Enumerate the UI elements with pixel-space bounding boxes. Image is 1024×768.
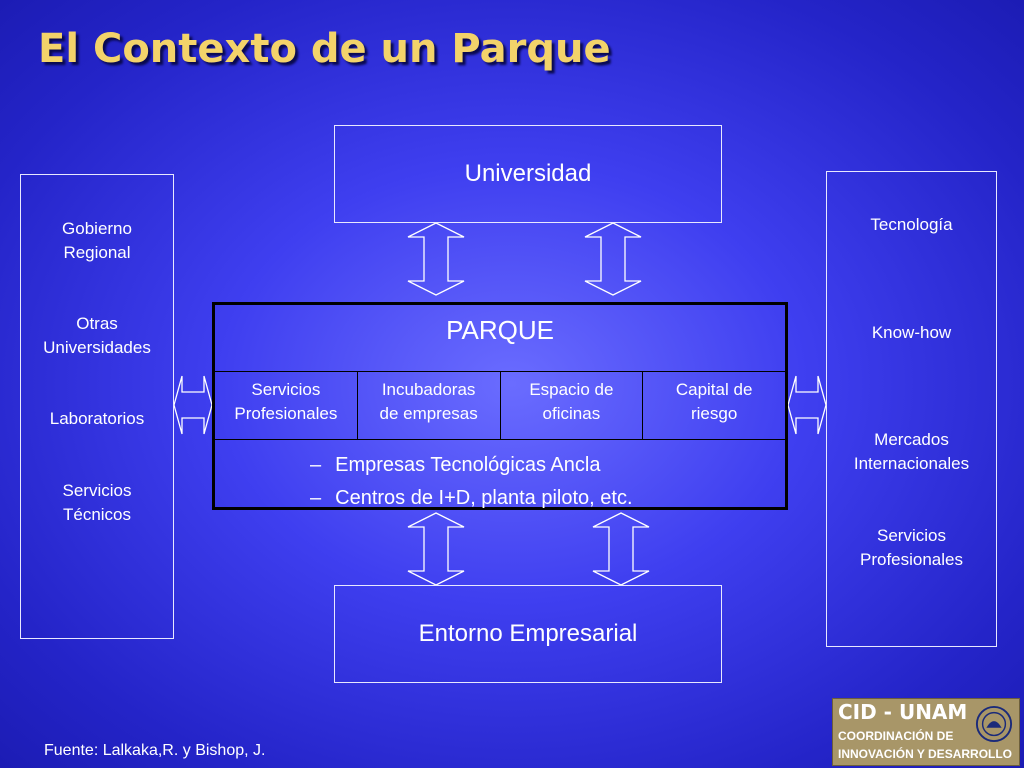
source-footer: Fuente: Lalkaka,R. y Bishop, J.: [44, 742, 266, 759]
universidad-label: Universidad: [464, 160, 592, 187]
double-arrow-vertical-icon: [407, 512, 465, 586]
right-item: Tecnología: [870, 215, 953, 234]
left-item: Laboratorios: [49, 409, 145, 428]
cid-unam-logo: CID - UNAM COORDINACIÓN DE INNOVACIÓN Y …: [832, 698, 1020, 766]
service-cell: Servicios Profesionales: [215, 372, 358, 439]
right-item: Know-how: [871, 323, 952, 342]
left-stakeholders-box: Gobierno Regional Otras Universidades La…: [20, 174, 174, 639]
double-arrow-vertical-icon: [407, 222, 465, 296]
left-item: Otras Universidades: [43, 314, 151, 357]
page-title: El Contexto de un Parque: [38, 26, 611, 72]
entorno-label: Entorno Empresarial: [418, 620, 638, 647]
bullet-item: – Centros de I+D, planta piloto, etc.: [310, 487, 633, 509]
double-arrow-vertical-icon: [584, 222, 642, 296]
double-arrow-horizontal-icon: [173, 375, 213, 435]
service-cell: Incubadoras de empresas: [358, 372, 501, 439]
parque-title: PARQUE: [215, 305, 785, 372]
entorno-empresarial-box: Entorno Empresarial: [334, 585, 722, 683]
parque-box: PARQUE Servicios Profesionales Incubador…: [212, 302, 788, 510]
double-arrow-horizontal-icon: [787, 375, 827, 435]
service-cell: Espacio de oficinas: [501, 372, 644, 439]
left-item: Servicios Técnicos: [62, 481, 132, 524]
right-item: Servicios Profesionales: [859, 526, 963, 569]
right-item: Mercados Internacionales: [853, 430, 970, 473]
parque-bullets: – Empresas Tecnológicas Ancla – Centros …: [215, 441, 785, 509]
double-arrow-vertical-icon: [592, 512, 650, 586]
parque-services-row: Servicios Profesionales Incubadoras de e…: [215, 372, 785, 440]
left-item: Gobierno Regional: [62, 219, 132, 262]
bullet-item: – Empresas Tecnológicas Ancla: [310, 454, 601, 476]
service-cell: Capital de riesgo: [675, 380, 753, 423]
universidad-box: Universidad: [334, 125, 722, 223]
unam-seal-icon: [975, 705, 1013, 743]
right-stakeholders-box: Tecnología Know-how Mercados Internacion…: [826, 171, 997, 647]
